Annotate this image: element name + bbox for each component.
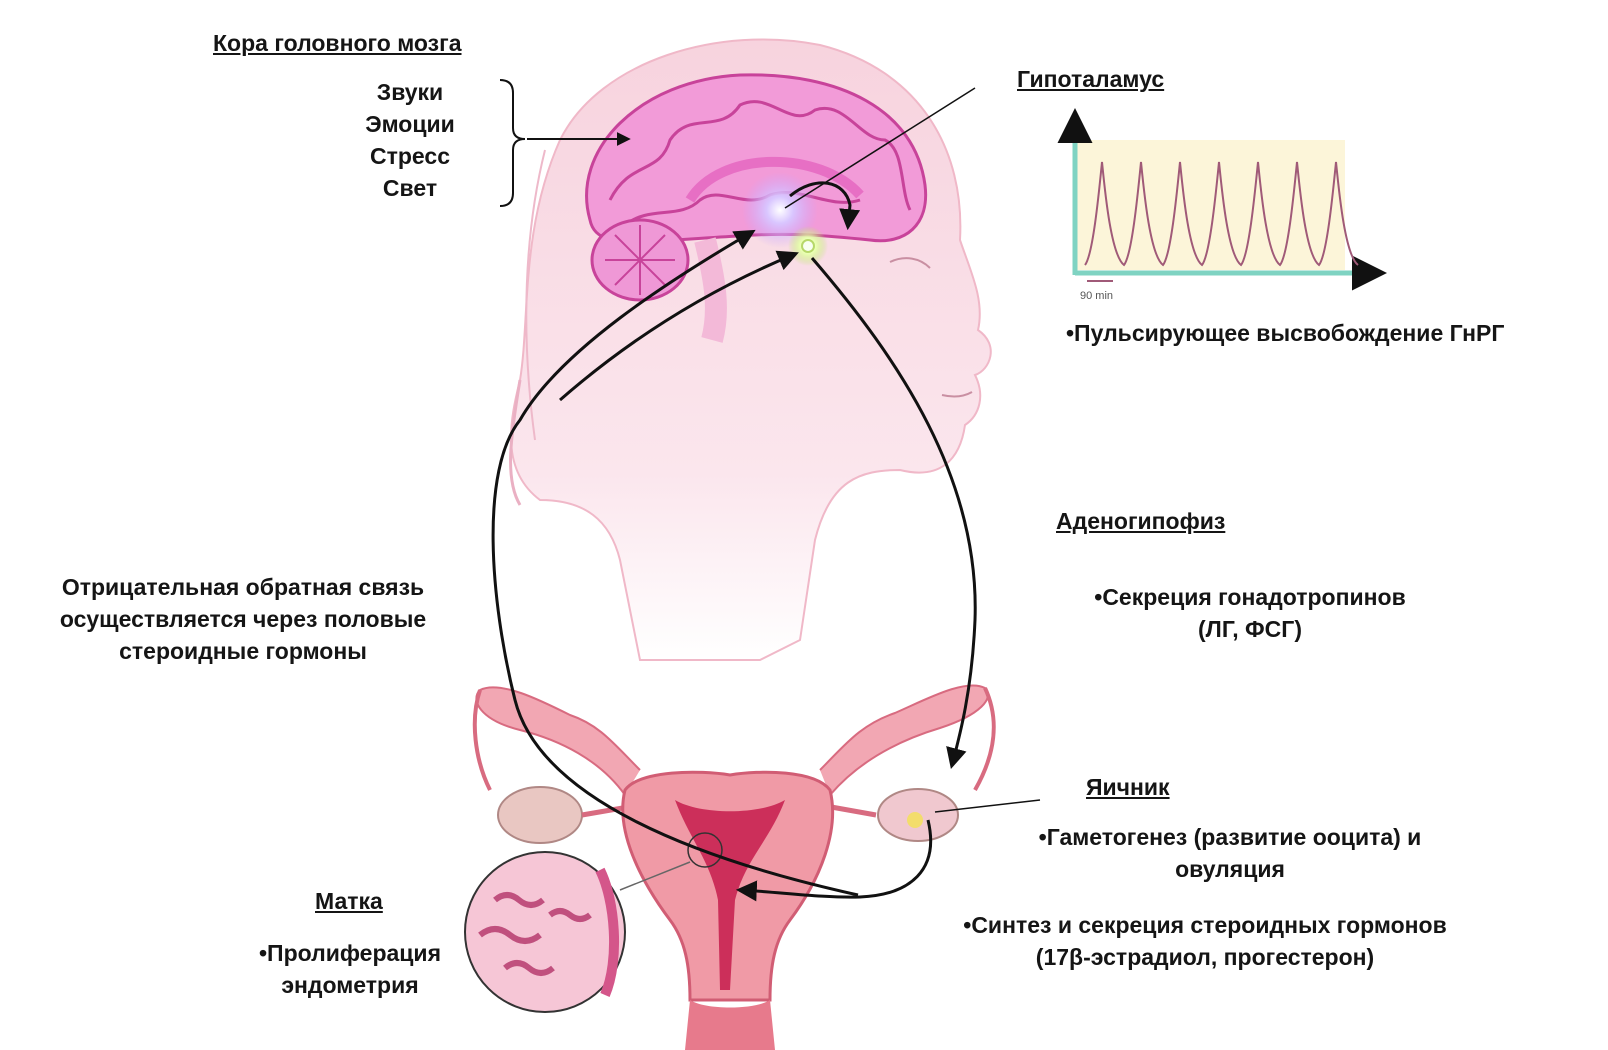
adenohypophysis-title: Аденогипофиз — [1056, 506, 1225, 536]
left-fallopian-tube — [476, 687, 640, 795]
cervix — [685, 1000, 775, 1050]
cerebellum-folds — [605, 225, 675, 295]
cortex-input-item: Свет — [340, 172, 480, 204]
adenohypophysis-line1: •Секреция гонадотропинов — [1050, 582, 1450, 612]
hypothalamus-title: Гипоталамус — [1017, 64, 1164, 94]
cortex-title: Кора головного мозга — [213, 28, 462, 58]
left-ovary — [498, 787, 582, 843]
gnrh-pulse-label: •Пульсирующее высвобождение ГнРГ — [1066, 318, 1504, 348]
ovary-line1: •Гаметогенез (развитие ооцита) и — [990, 822, 1470, 852]
ovary-line3: •Синтез и секреция стероидных гормонов — [905, 910, 1505, 940]
pulse-interval-label: 90 min — [1080, 290, 1113, 302]
gnrh-pulse-chart — [1075, 115, 1380, 281]
adenohypophysis-line2: (ЛГ, ФСГ) — [1050, 614, 1450, 644]
uterus-line1: •Пролиферация — [230, 938, 470, 968]
follicle — [907, 812, 923, 828]
right-fallopian-tube — [820, 685, 988, 795]
cortex-bracket — [500, 80, 525, 206]
cortex-input-list: Звуки Эмоции Стресс Свет — [340, 76, 480, 204]
cortex-input-item: Эмоции — [340, 108, 480, 140]
ovary-line4: (17β-эстрадиол, прогестерон) — [905, 942, 1505, 972]
ovary-title: Яичник — [1086, 772, 1170, 802]
cortex-input-item: Стресс — [340, 140, 480, 172]
ovary-line2: овуляция — [990, 854, 1470, 884]
uterus-line2: эндометрия — [230, 970, 470, 1000]
uterus-title: Матка — [315, 886, 383, 916]
pituitary-core — [802, 240, 814, 252]
cortex-input-item: Звуки — [340, 76, 480, 108]
feedback-line1: Отрицательная обратная связь — [8, 572, 478, 602]
reproductive-organs — [465, 685, 994, 1050]
feedback-line3: стероидные гормоны — [8, 636, 478, 666]
feedback-line2: осуществляется через половые — [8, 604, 478, 634]
